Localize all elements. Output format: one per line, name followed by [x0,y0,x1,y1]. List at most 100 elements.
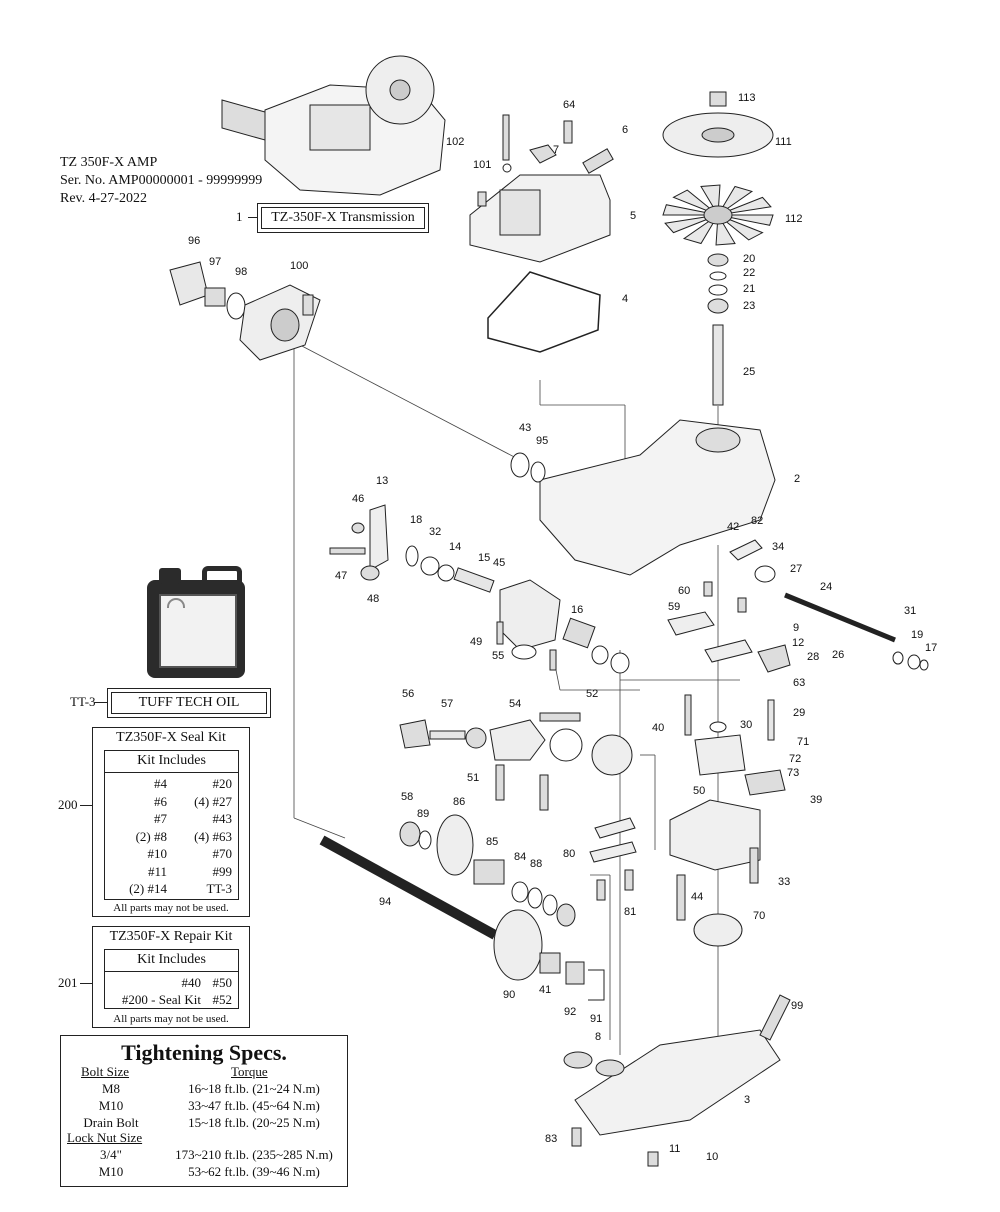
part-callout-8: 8 [595,1031,601,1043]
o-ring [502,163,512,173]
part-callout-22: 22 [743,267,755,279]
assembly-line [293,817,346,839]
part-callout-90: 90 [503,989,515,1001]
part-callout-10: 10 [706,1151,718,1163]
part-callout-100: 100 [290,260,308,272]
part-callout-5: 5 [630,210,636,222]
bolt-81b [624,869,634,891]
bearing [707,298,729,314]
spec-torque: 15~18 ft.lb. (20~25 N.m) [188,1115,320,1130]
part-callout-99: 99 [791,1000,803,1012]
part-callout-52: 52 [586,688,598,700]
kit-item: #20 [212,776,233,791]
part-callout-88: 88 [530,858,542,870]
seal-kit-part-number: 200 [58,797,78,812]
spec-bolt-size: M8 [101,1081,121,1096]
bracket-59 [667,611,715,636]
lock-nut-heading: Lock Nut Size [67,1130,143,1145]
part-callout-12: 12 [792,637,804,649]
part-callout-33: 33 [778,876,790,888]
fan-blade [664,214,719,234]
kit-item: (2) #14 [129,881,167,896]
pistons [684,694,692,736]
washer-19 [907,654,921,670]
part-callout-91: 91 [590,1013,602,1025]
part-callout-58: 58 [401,791,413,803]
swashplate [499,579,561,651]
oil-jug-image [147,566,245,678]
part-callout-83: 83 [545,1133,557,1145]
kit-item: (2) #8 [135,828,167,844]
oil-name: TUFF TECH OIL [138,695,240,710]
part-callout-3: 3 [744,1094,750,1106]
bearing-58 [399,821,421,847]
seal-kit-includes-heading: Kit Includes [137,753,206,768]
output-shaft-94 [319,835,498,940]
part-callout-73: 73 [787,767,799,779]
part-callout-25: 25 [743,366,755,378]
seal-32 [420,556,440,576]
part-callout-97: 97 [209,256,221,268]
repair-kit-includes-heading: Kit Includes [137,952,206,967]
part-callout-9: 9 [793,622,799,634]
part-callout-85: 85 [486,836,498,848]
arm-82 [729,539,763,561]
housing-bore [695,427,741,453]
part-callout-2: 2 [794,473,800,485]
bearing [707,253,729,267]
part-callout-113: 113 [738,92,756,104]
seal-kit-left-column: #4#6#7(2) #8#10#11(2) #14 [105,775,167,898]
part-callout-95: 95 [536,435,548,447]
part-callout-72: 72 [789,753,801,765]
kit-item: #99 [212,863,233,879]
repair-kit-right-column: #50#52 [202,974,233,1008]
part-callout-39: 39 [810,794,822,806]
fan-hub [703,205,733,225]
oil-label-box: TUFF TECH OIL [107,688,271,718]
part-callout-40: 40 [652,722,664,734]
part-callout-6: 6 [622,124,628,136]
part-callout-42: 42 [727,521,739,533]
kit-item: (4) #63 [194,828,232,844]
part-callout-20: 20 [743,253,755,265]
part-callout-98: 98 [235,266,247,278]
control-arm-bracket [369,504,389,571]
control-bolt [329,547,366,555]
breather-tube [502,114,510,161]
bearing-23 [465,727,487,749]
part-callout-16: 16 [571,604,583,616]
bolt-60b [737,597,747,613]
oil-bottle-99 [759,994,791,1041]
transmission-name: TZ-350F-X Transmission [271,210,415,225]
oil-part-number: TT-3 [70,694,96,709]
part-callout-89: 89 [417,808,429,820]
gasket [487,271,601,353]
part-callout-80: 80 [563,848,575,860]
spur-gear-90 [493,909,543,981]
kit-item: #40 [181,975,202,990]
clip-91 [588,969,605,1001]
bushing-41 [539,952,561,974]
bearing-58b [556,903,576,927]
input-shaft [712,324,724,406]
washer-89b [542,894,558,916]
cylinder-block-52 [591,734,633,776]
part-callout-60: 60 [678,585,690,597]
spring-valve [539,712,581,722]
kit-item: (4) #27 [194,793,232,809]
fan-blade [717,196,772,216]
repair-kit-left-column: #40#200 - Seal Kit [105,974,201,1008]
part-callout-48: 48 [367,593,379,605]
seal-kit-title: TZ350F-X Seal Kit [116,730,226,745]
part-callout-54: 54 [509,698,521,710]
part-callout-51: 51 [467,772,479,784]
repair-kit-note: All parts may not be used. [113,1013,229,1025]
transmission-label-box: TZ-350F-X Transmission [257,203,429,233]
bolt-49 [496,621,504,645]
arm-28 [757,644,791,673]
part-callout-41: 41 [539,984,551,996]
axle-collar [169,261,209,306]
shaft-part [582,148,614,174]
bracket-59b [704,639,753,663]
